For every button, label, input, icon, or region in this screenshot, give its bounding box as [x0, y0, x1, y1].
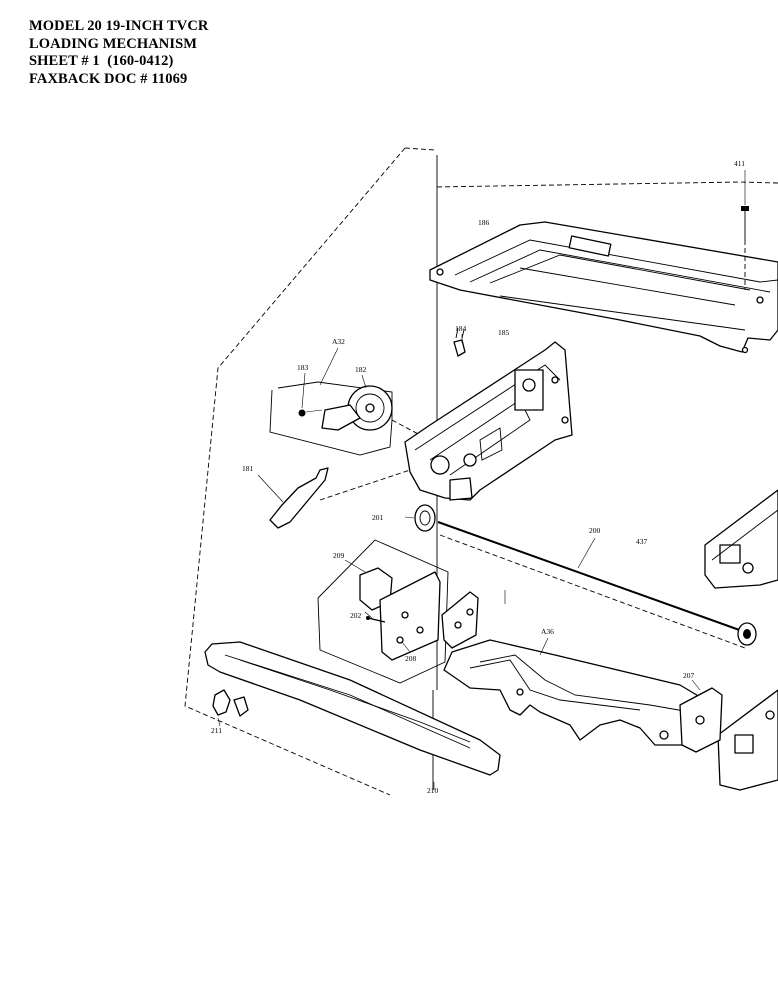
callout-185: 185 — [498, 328, 510, 337]
callout-211: 211 — [211, 726, 222, 735]
part-201-gear — [404, 504, 436, 532]
leader-181-frame — [319, 469, 411, 501]
callout-183: 183 — [297, 363, 309, 372]
part-right-frame-lower — [717, 689, 778, 791]
callout-labels: 411 186 184 185 A32 183 182 181 201 200 … — [211, 159, 745, 795]
callout-184: 184 — [455, 324, 467, 333]
title-sheet: SHEET # 1 (160-0412) — [29, 53, 174, 70]
part-210-long-rail — [204, 641, 501, 790]
title-assembly: LOADING MECHANISM — [29, 35, 198, 52]
callout-208: 208 — [405, 654, 417, 663]
callout-181: 181 — [242, 464, 254, 473]
part-411-screw — [741, 170, 749, 290]
part-186-top-chassis — [429, 221, 778, 354]
callout-411: 411 — [734, 159, 745, 168]
callout-A32: A32 — [332, 337, 345, 346]
callout-209: 209 — [333, 551, 345, 560]
callout-201: 201 — [372, 513, 384, 522]
part-211-clip — [212, 689, 249, 727]
part-207-bracket — [679, 679, 723, 753]
part-184-clip — [453, 327, 466, 357]
part-base-bracket — [441, 590, 506, 649]
part-209-202-208-bracket-box — [317, 539, 449, 684]
leader-a32-frame — [391, 419, 421, 436]
callout-210: 210 — [427, 786, 439, 795]
diagram-title-block: MODEL 20 19-INCH TVCR LOADING MECHANISM … — [29, 18, 208, 88]
part-A36-base-plate — [443, 637, 706, 746]
callout-186: 186 — [478, 218, 490, 227]
part-200-shaft — [437, 521, 757, 649]
title-faxback-doc: FAXBACK DOC # 11069 — [29, 70, 188, 87]
callout-437: 437 — [636, 537, 648, 546]
part-right-frame-upper — [704, 489, 778, 589]
callout-202: 202 — [350, 611, 362, 620]
part-185-side-frame — [404, 341, 573, 501]
callout-200: 200 — [589, 526, 601, 535]
callout-182: 182 — [355, 365, 367, 374]
callout-A36: A36 — [541, 627, 554, 636]
title-model: MODEL 20 19-INCH TVCR — [29, 18, 209, 34]
part-A32-subassembly-box — [269, 347, 393, 456]
part-181-lever — [257, 467, 329, 529]
callout-207: 207 — [683, 671, 695, 680]
